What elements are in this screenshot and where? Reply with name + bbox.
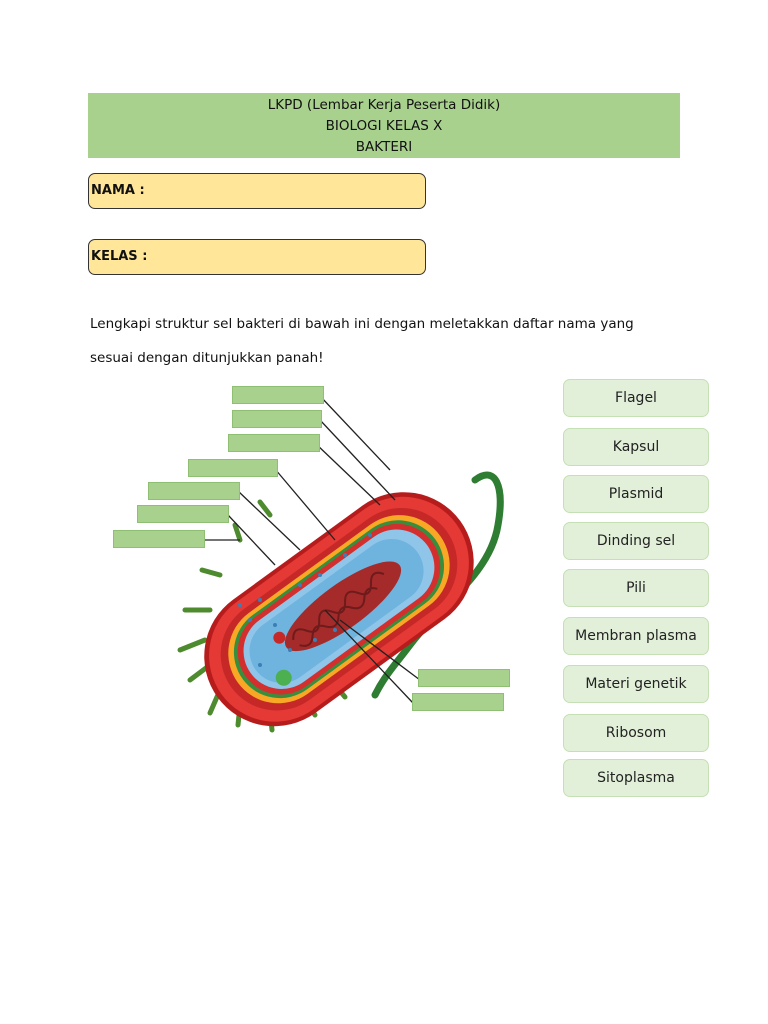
kelas-field[interactable]: KELAS : (88, 239, 426, 275)
option-ribosom[interactable]: Ribosom (563, 714, 709, 752)
kelas-label: KELAS : (91, 249, 148, 264)
bacteria-diagram (110, 375, 515, 740)
answer-slot-2[interactable] (232, 410, 322, 428)
option-membran-plasma[interactable]: Membran plasma (563, 617, 709, 655)
answer-slot-9[interactable] (412, 693, 504, 711)
header-title: LKPD (Lembar Kerja Peserta Didik) (267, 97, 501, 113)
answer-slot-1[interactable] (232, 386, 324, 404)
bacteria-cell-illustration (177, 395, 504, 733)
answer-slot-5[interactable] (148, 482, 240, 500)
option-materi-genetik[interactable]: Materi genetik (563, 665, 709, 703)
nama-field[interactable]: NAMA : (88, 173, 426, 209)
answer-slot-3[interactable] (228, 434, 320, 452)
instruction-line-2: sesuai dengan ditunjukkan panah! (90, 350, 324, 366)
answer-slot-7[interactable] (113, 530, 205, 548)
instruction-line-1: Lengkapi struktur sel bakteri di bawah i… (90, 316, 634, 332)
nama-label: NAMA : (91, 183, 145, 198)
header-subject: BIOLOGI KELAS X (325, 118, 443, 134)
worksheet-header: LKPD (Lembar Kerja Peserta Didik) BIOLOG… (88, 93, 680, 158)
header-topic: BAKTERI (355, 139, 413, 155)
answer-slot-4[interactable] (188, 459, 278, 477)
option-pili[interactable]: Pili (563, 569, 709, 607)
option-kapsul[interactable]: Kapsul (563, 428, 709, 466)
option-sitoplasma[interactable]: Sitoplasma (563, 759, 709, 797)
option-plasmid[interactable]: Plasmid (563, 475, 709, 513)
option-dinding-sel[interactable]: Dinding sel (563, 522, 709, 560)
instruction-text: Lengkapi struktur sel bakteri di bawah i… (90, 307, 690, 375)
option-flagel[interactable]: Flagel (563, 379, 709, 417)
answer-slot-8[interactable] (418, 669, 510, 687)
answer-slot-6[interactable] (137, 505, 229, 523)
